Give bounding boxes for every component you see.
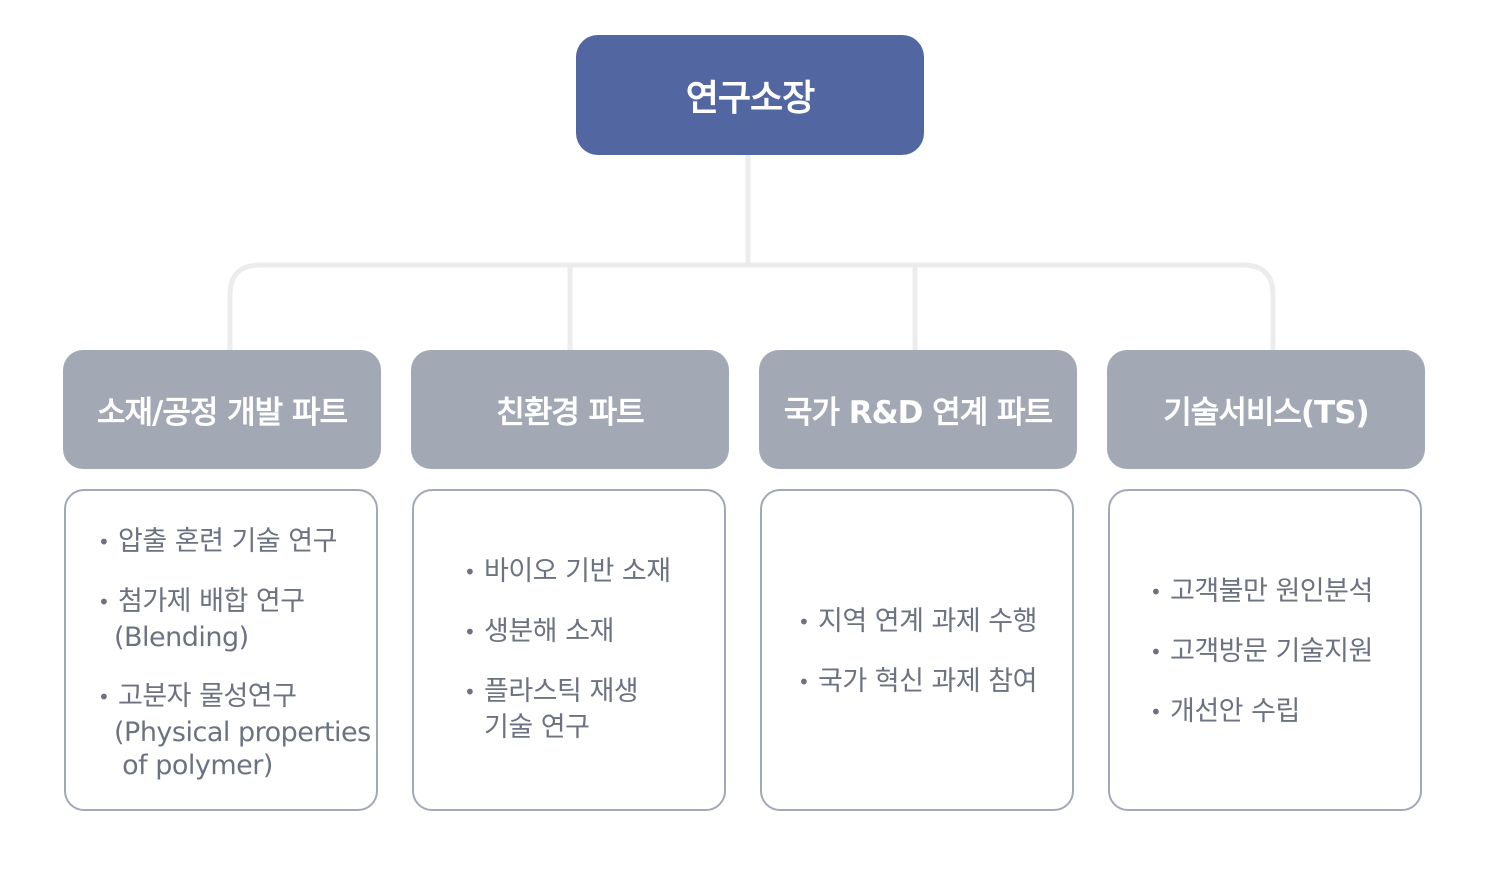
dept-item-list: • 지역 연계 과제 수행 • 국가 혁신 과제 참여 xyxy=(798,605,1037,699)
item-text: 생분해 소재 xyxy=(484,616,614,647)
item-text: 고분자 물성연구 xyxy=(118,681,297,712)
dept-item-list: • 고객불만 원인분석 • 고객방문 기술지원 • 개선안 수립 xyxy=(1150,575,1373,729)
root-node-director: 연구소장 xyxy=(576,35,924,155)
item-text: 국가 혁신 과제 참여 xyxy=(818,666,1037,697)
item-subtext: 기술 연구 xyxy=(484,712,590,743)
list-item: • 플라스틱 재생 기술 연구 xyxy=(464,675,671,744)
bullet-icon: • xyxy=(1150,640,1162,664)
bullet-icon: • xyxy=(98,530,110,554)
list-item: • 고분자 물성연구 (Physical properties of polym… xyxy=(98,680,371,782)
dept-box-technical-service: • 고객불만 원인분석 • 고객방문 기술지원 • 개선안 수립 xyxy=(1108,489,1422,811)
dept-header-label: 친환경 파트 xyxy=(496,395,644,431)
item-subtext: (Blending) xyxy=(114,622,249,653)
list-item: • 개선안 수립 xyxy=(1150,695,1373,729)
dept-header-technical-service: 기술서비스(TS) xyxy=(1107,350,1425,469)
list-item: • 국가 혁신 과제 참여 xyxy=(798,665,1037,699)
bullet-icon: • xyxy=(98,685,110,709)
item-subtext: (Physical properties of polymer) xyxy=(114,717,371,781)
dept-header-eco-friendly: 친환경 파트 xyxy=(411,350,729,469)
dept-header-label: 소재/공정 개발 파트 xyxy=(96,395,348,431)
root-node-label: 연구소장 xyxy=(685,78,815,119)
bullet-icon: • xyxy=(798,610,810,634)
bullet-icon: • xyxy=(1150,580,1162,604)
bullet-icon: • xyxy=(98,590,110,614)
item-text: 지역 연계 과제 수행 xyxy=(818,606,1037,637)
bullet-icon: • xyxy=(464,620,476,644)
list-item: • 첨가제 배합 연구 (Blending) xyxy=(98,585,371,654)
dept-box-materials-process: • 압출 혼련 기술 연구 • 첨가제 배합 연구 (Blending) • 고… xyxy=(64,489,378,811)
bullet-icon: • xyxy=(464,680,476,704)
list-item: • 지역 연계 과제 수행 xyxy=(798,605,1037,639)
dept-item-list: • 압출 혼련 기술 연구 • 첨가제 배합 연구 (Blending) • 고… xyxy=(98,525,371,782)
item-text: 압출 혼련 기술 연구 xyxy=(118,526,337,557)
item-text: 개선안 수립 xyxy=(1170,696,1300,727)
dept-header-label: 국가 R&D 연계 파트 xyxy=(783,395,1053,431)
item-text: 고객방문 기술지원 xyxy=(1170,636,1373,667)
dept-header-materials-process: 소재/공정 개발 파트 xyxy=(63,350,381,469)
item-text: 바이오 기반 소재 xyxy=(484,556,671,587)
connector-horizontal-bar xyxy=(227,262,1276,350)
bullet-icon: • xyxy=(464,560,476,584)
list-item: • 고객방문 기술지원 xyxy=(1150,635,1373,669)
dept-header-label: 기술서비스(TS) xyxy=(1163,395,1369,431)
list-item: • 바이오 기반 소재 xyxy=(464,555,671,589)
list-item: • 고객불만 원인분석 xyxy=(1150,575,1373,609)
item-text: 플라스틱 재생 xyxy=(484,676,639,707)
list-item: • 생분해 소재 xyxy=(464,615,671,649)
list-item: • 압출 혼련 기술 연구 xyxy=(98,525,371,559)
dept-box-eco-friendly: • 바이오 기반 소재 • 생분해 소재 • 플라스틱 재생 기술 연구 xyxy=(412,489,726,811)
item-text: 고객불만 원인분석 xyxy=(1170,576,1373,607)
item-text: 첨가제 배합 연구 xyxy=(118,586,305,617)
bullet-icon: • xyxy=(1150,700,1162,724)
dept-item-list: • 바이오 기반 소재 • 생분해 소재 • 플라스틱 재생 기술 연구 xyxy=(464,555,671,744)
bullet-icon: • xyxy=(798,670,810,694)
dept-header-national-rnd: 국가 R&D 연계 파트 xyxy=(759,350,1077,469)
dept-box-national-rnd: • 지역 연계 과제 수행 • 국가 혁신 과제 참여 xyxy=(760,489,1074,811)
